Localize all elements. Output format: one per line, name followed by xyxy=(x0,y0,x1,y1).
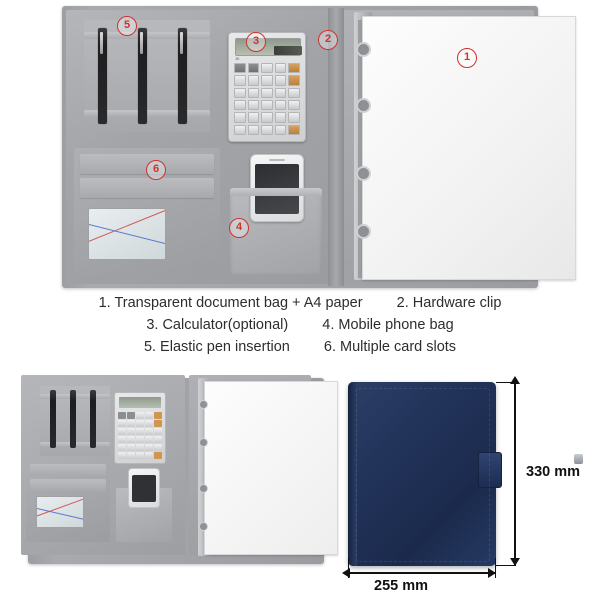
height-tick-bottom xyxy=(496,565,516,567)
legend-item-2: 2. Hardware clip xyxy=(396,295,502,311)
closure-strap xyxy=(478,452,502,488)
legend-item-3: 3. Calculator(optional) xyxy=(146,317,289,333)
phone-screen-small xyxy=(132,475,156,502)
closed-portfolio-spine xyxy=(348,382,357,566)
pen-clip xyxy=(100,32,103,54)
legend-item-1: 1. Transparent document bag + A4 paper xyxy=(98,295,363,311)
open-portfolio-photo: JK 1 2 3 4 5 6 xyxy=(62,6,576,288)
width-dimension-label: 255 mm xyxy=(374,578,429,594)
height-dimension-line xyxy=(514,382,516,566)
mobile-phone-small xyxy=(128,468,160,508)
binder-ring xyxy=(356,42,371,57)
pen-small xyxy=(90,390,96,448)
legend-item-4: 4. Mobile phone bag xyxy=(322,317,454,333)
legend-item-5: 5. Elastic pen insertion xyxy=(143,339,290,355)
pen xyxy=(138,28,147,124)
feature-legend: 1. Transparent document bag + A4 paper 2… xyxy=(0,292,600,358)
calculator-small xyxy=(114,392,166,464)
width-arrow-left xyxy=(342,568,350,578)
closure-buckle xyxy=(574,454,583,464)
pen xyxy=(178,28,187,124)
width-tick-left xyxy=(348,558,350,578)
width-dimension-line xyxy=(348,572,496,574)
binder-ring-small xyxy=(199,522,208,531)
height-tick-top xyxy=(496,382,516,384)
card-slot xyxy=(80,178,214,198)
pen-clip xyxy=(140,32,143,54)
height-arrow-bottom xyxy=(510,558,520,566)
elastic-band-top xyxy=(84,32,210,39)
height-dimension-label: 330 mm xyxy=(526,464,581,480)
legend-row-3: 5. Elastic pen insertion 6. Multiple car… xyxy=(0,336,600,358)
legend-row-2: 3. Calculator(optional) 4. Mobile phone … xyxy=(0,314,600,336)
callout-2: 2 xyxy=(318,30,338,50)
callout-4: 4 xyxy=(229,218,249,238)
callout-3: 3 xyxy=(246,32,266,52)
card-slot-small xyxy=(30,479,106,491)
binder-ring-small xyxy=(199,400,208,409)
card-slots-small xyxy=(26,460,110,542)
a4-paper-small xyxy=(204,381,338,555)
dimensions-photo: 330 mm 255 mm xyxy=(18,372,583,594)
pen-small xyxy=(70,390,76,448)
calculator: JK xyxy=(228,32,306,142)
callout-5: 5 xyxy=(117,16,137,36)
binder-ring xyxy=(356,224,371,239)
pen-clip xyxy=(180,32,183,54)
callout-6: 6 xyxy=(146,160,166,180)
transparent-document-bag-small xyxy=(36,496,84,528)
callout-1: 1 xyxy=(457,48,477,68)
pen xyxy=(98,28,107,124)
portfolio-spine xyxy=(328,8,344,286)
width-tick-right xyxy=(495,558,497,578)
calculator-display xyxy=(235,38,302,56)
transparent-document-bag xyxy=(88,208,166,260)
calculator-brand-text: JK xyxy=(235,56,240,61)
closed-portfolio-seam xyxy=(356,388,490,562)
height-arrow-top xyxy=(510,376,520,384)
binder-ring-small xyxy=(199,438,208,447)
elastic-band-bottom xyxy=(84,110,210,117)
calculator-keypad xyxy=(234,63,300,135)
legend-item-6: 6. Multiple card slots xyxy=(323,339,457,355)
width-arrow-right xyxy=(488,568,496,578)
binder-ring xyxy=(356,98,371,113)
closed-portfolio-navy xyxy=(348,382,502,566)
phone-pocket-lip xyxy=(230,188,322,196)
card-slot-small xyxy=(30,464,106,476)
calculator-keypad-small xyxy=(118,412,162,459)
calculator-solar-panel xyxy=(274,46,302,55)
calculator-display-small xyxy=(119,397,161,408)
binder-ring-small xyxy=(199,484,208,493)
legend-row-1: 1. Transparent document bag + A4 paper 2… xyxy=(0,292,600,314)
phone-speaker xyxy=(269,159,285,161)
binder-ring xyxy=(356,166,371,181)
pen-small xyxy=(50,390,56,448)
